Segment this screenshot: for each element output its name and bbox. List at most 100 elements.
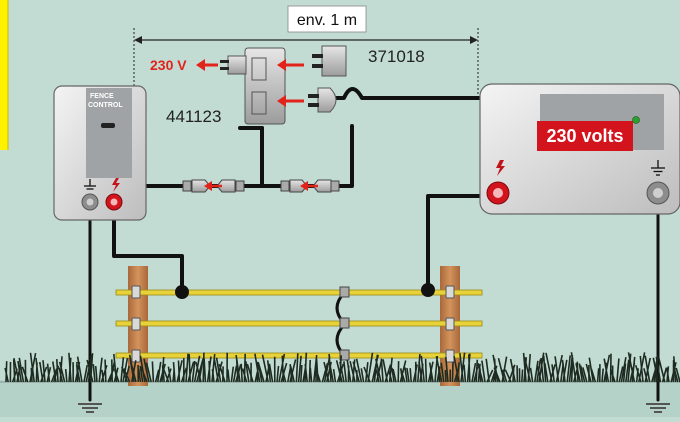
mains-label: 230 V bbox=[150, 57, 187, 73]
grass-tuft bbox=[652, 356, 670, 383]
splitter-441123: 441123 bbox=[166, 47, 286, 126]
adapter-ref: 371018 bbox=[368, 47, 425, 66]
insulator bbox=[131, 317, 141, 331]
ground-band bbox=[0, 380, 680, 417]
grass-tuft bbox=[434, 355, 447, 383]
ground-icon bbox=[651, 160, 665, 176]
status-led bbox=[632, 116, 640, 124]
grass-tuft bbox=[459, 352, 477, 383]
connector-male bbox=[289, 179, 308, 193]
mains-arrow-head bbox=[196, 59, 205, 71]
dimension-arrow-right bbox=[470, 36, 478, 44]
lightning-icon bbox=[112, 178, 120, 192]
tester-live-lead bbox=[426, 194, 500, 292]
grass-tuft bbox=[68, 352, 83, 383]
grass-tuft bbox=[363, 354, 383, 383]
energizer-faceplate bbox=[86, 88, 132, 178]
dimension-arrow-left bbox=[134, 36, 142, 44]
tester-cable bbox=[334, 87, 482, 100]
adapter-body bbox=[321, 45, 347, 77]
arrow-head bbox=[277, 95, 286, 107]
splitter-socket bbox=[251, 57, 267, 81]
arrow-head bbox=[277, 59, 286, 71]
grass-tuft bbox=[278, 353, 297, 383]
grass-tuft bbox=[406, 353, 424, 383]
plug-pin bbox=[220, 60, 229, 63]
grass-tuft bbox=[56, 356, 72, 383]
arrow-head bbox=[204, 181, 212, 191]
mains-input: 230 V bbox=[150, 57, 218, 73]
insulator bbox=[131, 349, 141, 363]
tester-plug-body bbox=[317, 87, 337, 113]
grass-tuft bbox=[289, 353, 307, 383]
splitter-body bbox=[244, 47, 286, 125]
dimension-label: env. 1 m bbox=[297, 12, 357, 29]
plug-pin bbox=[308, 94, 319, 98]
fence-tester: 230 volts bbox=[479, 83, 680, 215]
energizer-indicator bbox=[101, 123, 115, 128]
grass-tuft bbox=[445, 356, 460, 383]
grass-tuft bbox=[143, 358, 166, 383]
tester-reading: 230 volts bbox=[546, 126, 623, 146]
insertion-arrows bbox=[277, 59, 304, 107]
grass-tuft bbox=[121, 354, 137, 383]
grass-tuft bbox=[485, 354, 499, 383]
terminal-knob bbox=[653, 188, 663, 198]
fence-tape-middle bbox=[115, 320, 483, 327]
grass-tuft bbox=[13, 352, 37, 383]
dimension-label-box bbox=[287, 5, 367, 33]
grass-tuft bbox=[639, 355, 659, 383]
fence-tape-bottom bbox=[115, 352, 483, 359]
energizer-live-lead bbox=[112, 210, 184, 292]
grass-tuft bbox=[493, 356, 516, 383]
tester-plug bbox=[308, 87, 337, 113]
grass-tuft bbox=[83, 353, 96, 383]
grass-tuft bbox=[545, 352, 568, 383]
grass-tuft bbox=[172, 353, 189, 383]
grass-tuft bbox=[304, 352, 318, 383]
grass-tuft bbox=[195, 352, 216, 383]
plug-pin bbox=[308, 103, 319, 107]
yellow-note-strip bbox=[0, 0, 8, 150]
inline-connector-1 bbox=[182, 179, 245, 193]
plug-pin bbox=[312, 64, 323, 68]
grass-tuft bbox=[627, 352, 646, 383]
grass-tuft bbox=[522, 352, 542, 383]
connector-sleeve bbox=[330, 180, 340, 192]
plug-pin bbox=[220, 67, 229, 70]
grass-tuft bbox=[129, 355, 148, 383]
tape-jumpers bbox=[335, 286, 350, 361]
connector-male bbox=[191, 179, 211, 193]
terminal-knob bbox=[493, 188, 503, 198]
grass-tuft bbox=[315, 356, 332, 383]
grass-tuft bbox=[585, 357, 604, 383]
splitter-socket bbox=[251, 91, 267, 115]
grass bbox=[4, 352, 680, 383]
grass-tuft bbox=[352, 352, 374, 383]
grass-tuft bbox=[161, 357, 175, 383]
grass-tuft bbox=[339, 359, 356, 383]
arrow-head bbox=[300, 181, 308, 191]
connector-sleeve bbox=[182, 180, 192, 192]
plug-pin bbox=[312, 54, 323, 58]
grass-tuft bbox=[29, 352, 48, 383]
grass-tuft bbox=[109, 353, 125, 383]
grass-tuft bbox=[418, 355, 434, 383]
grass-tuft bbox=[509, 357, 528, 383]
grass-tuft bbox=[603, 353, 616, 383]
terminal-knob bbox=[86, 198, 94, 206]
energizer-brand-1: FENCE bbox=[90, 93, 114, 100]
grass-tuft bbox=[4, 359, 22, 383]
splitter-ref: 441123 bbox=[166, 107, 221, 126]
connector-sleeve bbox=[280, 180, 290, 192]
grass-tuft bbox=[261, 354, 280, 383]
grass-tuft bbox=[328, 353, 345, 383]
grass-tuft bbox=[94, 357, 115, 383]
grass-tuft bbox=[473, 359, 486, 383]
earth-stake-left bbox=[78, 403, 102, 413]
insulator bbox=[445, 349, 455, 363]
insulator bbox=[445, 317, 455, 331]
earth-stake-right bbox=[646, 403, 670, 413]
